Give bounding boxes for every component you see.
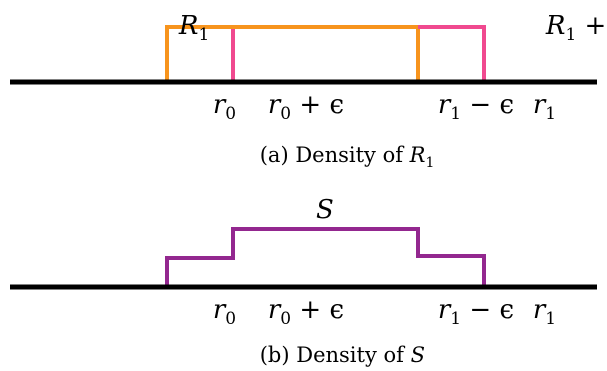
tick-r1-a: r1: [475, 90, 597, 126]
pink-density-outline: [231, 25, 486, 82]
tick-r1-b: r1: [475, 295, 597, 331]
tick-r0-plus-eps-a: r0 + ϵ: [210, 90, 385, 124]
label-right-a: R1 + ϵ: [488, 11, 607, 45]
tick-r0-plus-eps-b: r0 + ϵ: [210, 295, 385, 329]
tick-r0-b: r0: [155, 295, 277, 331]
tick-r1-minus-eps-a: r1 − ϵ: [380, 90, 555, 124]
label-top-b: S: [316, 195, 334, 225]
caption-b: (b) Density of S: [213, 343, 458, 367]
tick-r1-minus-eps-b: r1 − ϵ: [380, 295, 555, 329]
purple-density-outline: [165, 227, 486, 287]
label-left-a: R1: [121, 11, 251, 47]
panel-a: R1 R1 + ϵ r0 r0 + ϵ r1 − ϵ r1 (a) Densit…: [10, 11, 607, 172]
caption-a: (a) Density of R1: [213, 143, 468, 172]
tick-r0-a: r0: [155, 90, 277, 126]
panel-b: S r0 r0 + ϵ r1 − ϵ r1 (b) Density of S: [10, 195, 597, 367]
